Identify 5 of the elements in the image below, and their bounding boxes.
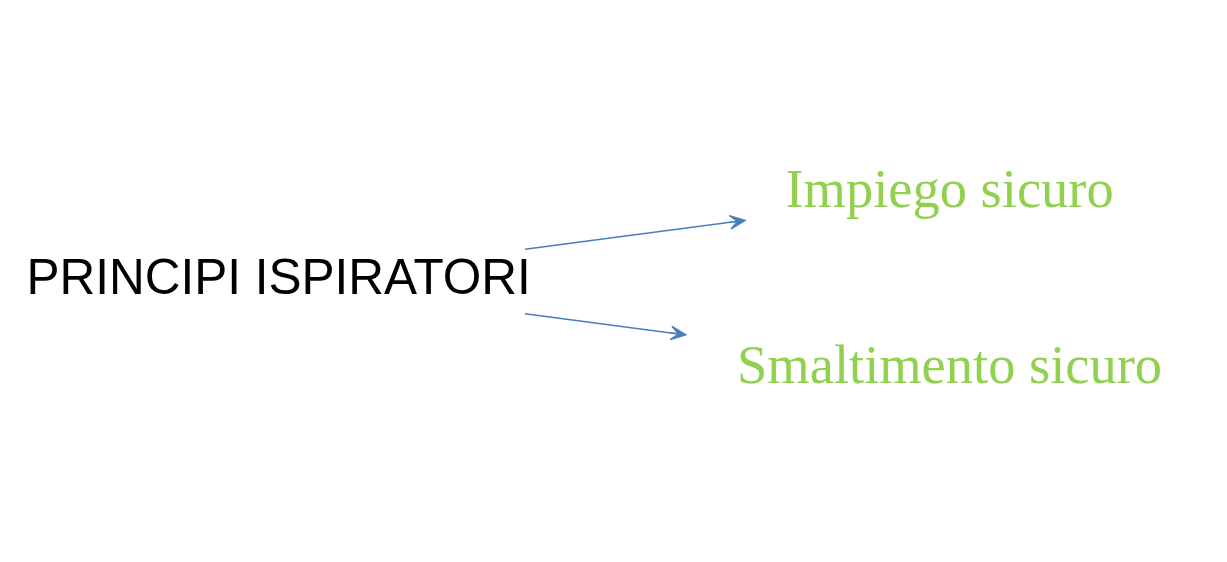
node-text: PRINCIPI ISPIRATORI	[26, 248, 531, 304]
node-text: Impiego sicuro	[785, 157, 1114, 219]
arrow	[524, 312, 687, 340]
arrow	[524, 214, 746, 250]
node-text: Smaltimento sicuro	[737, 333, 1163, 395]
